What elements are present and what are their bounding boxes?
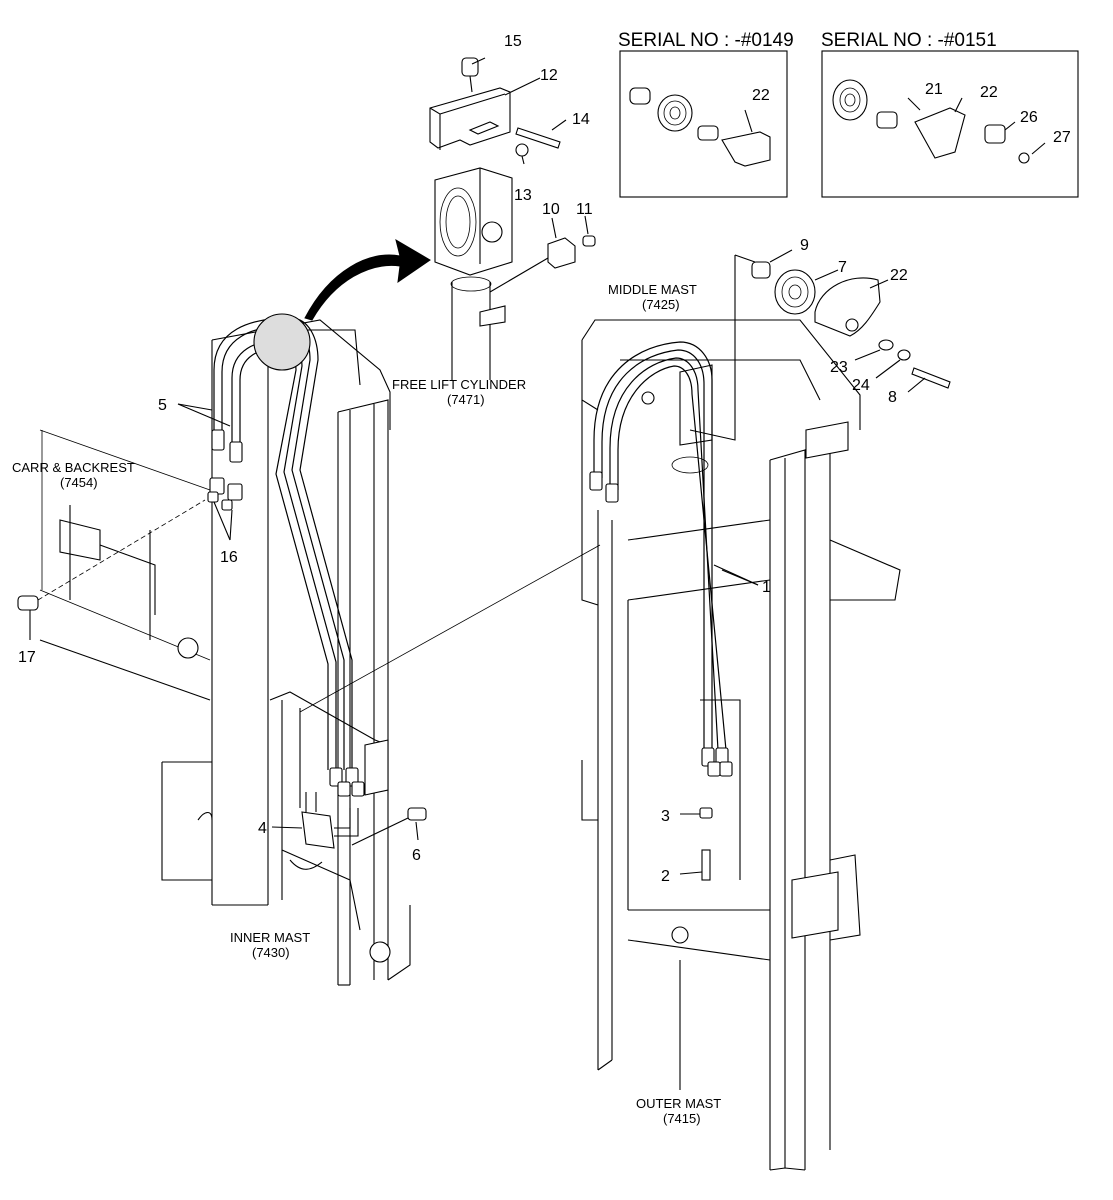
callout-14: 14 [572, 111, 590, 128]
parts-2-3: 3 2 [661, 807, 713, 885]
callout-1: 1 [762, 579, 771, 596]
outer-mast [581, 319, 901, 1171]
detail-arrow [304, 238, 431, 321]
middle-mast-code: (7425) [642, 297, 680, 312]
leader-line [299, 544, 601, 713]
callout-9: 9 [800, 237, 809, 254]
callout-6: 6 [412, 847, 421, 864]
top-bracket-assembly: 15 12 14 13 [429, 33, 590, 204]
callout-5: 5 [158, 397, 167, 414]
free-lift-cylinder-code: (7471) [447, 392, 485, 407]
inner-mast-name: INNER MAST [230, 930, 310, 945]
flow-divider-4: 4 6 [258, 792, 427, 864]
inner-mast [161, 319, 411, 986]
pulley-group: 9 7 22 23 24 8 [689, 237, 951, 441]
callout-2: 2 [661, 868, 670, 885]
serial-box-0149-title: SERIAL NO : -#0149 [618, 30, 794, 51]
callout-16: 16 [220, 549, 238, 566]
hose-detail-circle [253, 313, 311, 371]
free-lift-cylinder-name: FREE LIFT CYLINDER [392, 377, 526, 392]
serial-box-0151-title: SERIAL NO : -#0151 [821, 30, 997, 51]
callout-21: 21 [925, 81, 943, 98]
carr-backrest-code: (7454) [60, 475, 98, 490]
callout-13: 13 [514, 187, 532, 204]
callout-17: 17 [18, 649, 36, 666]
callout-22-c: 22 [890, 267, 908, 284]
callout-26: 26 [1020, 109, 1038, 126]
middle-mast-name: MIDDLE MAST [608, 282, 697, 297]
carr-backrest-name: CARR & BACKREST [12, 460, 135, 475]
outer-mast-code: (7415) [663, 1111, 701, 1126]
inner-mast-code: (7430) [252, 945, 290, 960]
hose-fittings [207, 429, 365, 797]
callout-10: 10 [542, 201, 560, 218]
serial-box-0151: SERIAL NO : -#0151 21 22 26 27 [821, 30, 1079, 198]
hose-5 [213, 313, 353, 770]
callout-8: 8 [888, 389, 897, 406]
serial-box-0149: SERIAL NO : -#0149 22 [618, 30, 794, 198]
callout-3: 3 [661, 808, 670, 825]
callout-22-a: 22 [752, 87, 770, 104]
callout-7: 7 [838, 259, 847, 276]
callout-27: 27 [1053, 129, 1071, 146]
callout-24: 24 [852, 377, 870, 394]
free-lift-cylinder: 10 11 FREE LIFT CYLINDER (7471) [392, 167, 596, 407]
callout-4: 4 [258, 820, 267, 837]
left-callouts: 5 16 17 [17, 397, 238, 666]
callout-15: 15 [504, 33, 522, 50]
outer-mast-name: OUTER MAST [636, 1096, 721, 1111]
callout-22-b: 22 [980, 84, 998, 101]
callout-23: 23 [830, 359, 848, 376]
carriage-backrest: CARR & BACKREST (7454) [12, 429, 211, 701]
callout-12: 12 [540, 67, 558, 84]
callout-11: 11 [576, 201, 593, 218]
hose-1: 1 [589, 341, 771, 777]
